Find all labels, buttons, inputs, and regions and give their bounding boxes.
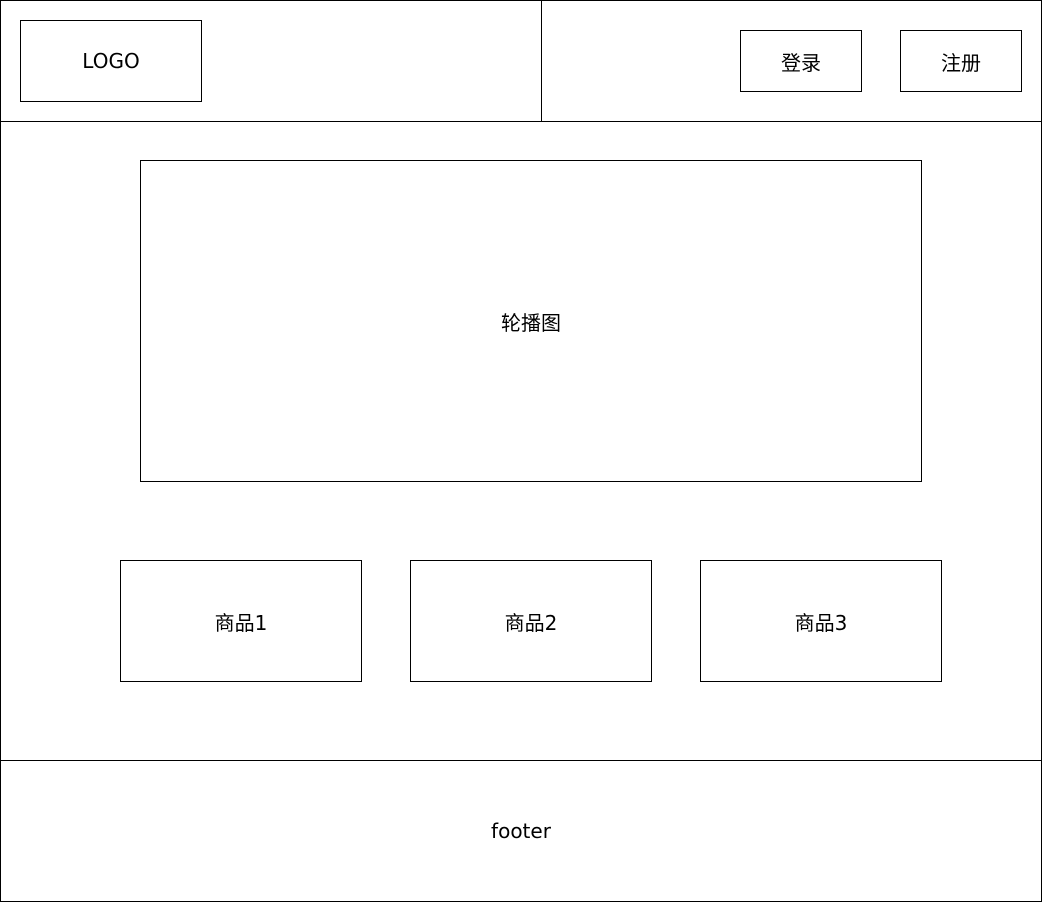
footer-label: footer (491, 819, 551, 843)
product-card-label: 商品1 (214, 610, 268, 635)
carousel[interactable]: 轮播图 (140, 160, 922, 482)
register-button[interactable]: 注册 (900, 30, 1022, 92)
carousel-label: 轮播图 (501, 310, 561, 335)
register-button-label: 注册 (941, 50, 981, 75)
logo-text: LOGO (82, 49, 140, 73)
product-card-2[interactable]: 商品2 (410, 560, 652, 682)
product-card-3[interactable]: 商品3 (700, 560, 942, 682)
logo-box[interactable]: LOGO (20, 20, 202, 102)
product-card-1[interactable]: 商品1 (120, 560, 362, 682)
product-card-label: 商品3 (794, 610, 848, 635)
login-button-label: 登录 (781, 50, 821, 75)
footer (0, 760, 1042, 902)
login-button[interactable]: 登录 (740, 30, 862, 92)
product-card-label: 商品2 (504, 610, 558, 635)
